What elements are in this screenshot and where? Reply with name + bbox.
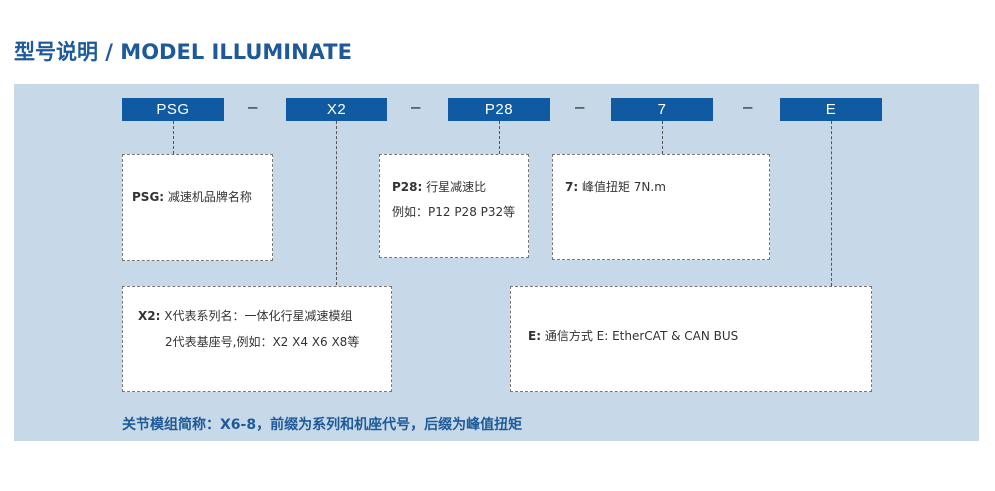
box-torque-text: 峰值扭矩 7N.m [581,180,666,194]
code-x2: X2 [286,98,387,121]
footer-note: 关节模组简称：X6-8，前缀为系列和机座代号，后缀为峰值扭矩 [122,417,523,433]
separator-dash: – [248,97,258,116]
code-p28: P28 [448,98,550,121]
box-e: E: 通信方式 E: EtherCAT & CAN BUS [510,286,872,392]
box-p28-text: 行星减速比 [426,180,487,194]
box-p28: P28: 行星减速比 例如：P12 P28 P32等 [379,154,529,258]
code-torque: 7 [611,98,713,121]
box-torque-label: 7: [565,180,579,194]
connector-e [831,121,832,286]
box-e-label: E: [528,329,541,343]
box-x2-label: X2: [138,309,161,323]
page-title: 型号说明 / MODEL ILLUMINATE [14,40,352,64]
connector-x2 [336,121,337,285]
separator-dash: – [411,97,421,116]
connector-p28 [499,121,500,154]
separator-dash: – [575,97,585,116]
connector-psg [173,121,174,154]
box-x2-text: X代表系列名：一体化行星减速模组 [164,309,353,323]
code-e: E [780,98,882,121]
box-x2-example: 2代表基座号,例如：X2 X4 X6 X8等 [165,335,360,349]
code-psg: PSG [122,98,224,121]
box-psg-label: PSG: [132,190,165,204]
box-e-text: 通信方式 E: EtherCAT & CAN BUS [544,329,739,343]
box-torque: 7: 峰值扭矩 7N.m [552,154,770,260]
box-psg: PSG: 减速机品牌名称 [122,154,273,261]
separator-dash: – [743,97,753,116]
box-p28-label: P28: [392,180,423,194]
box-x2: X2: X代表系列名：一体化行星减速模组 2代表基座号,例如：X2 X4 X6 … [122,286,392,392]
box-p28-example: 例如：P12 P28 P32等 [392,205,516,219]
connector-torque [662,121,663,154]
box-psg-text: 减速机品牌名称 [167,190,252,204]
